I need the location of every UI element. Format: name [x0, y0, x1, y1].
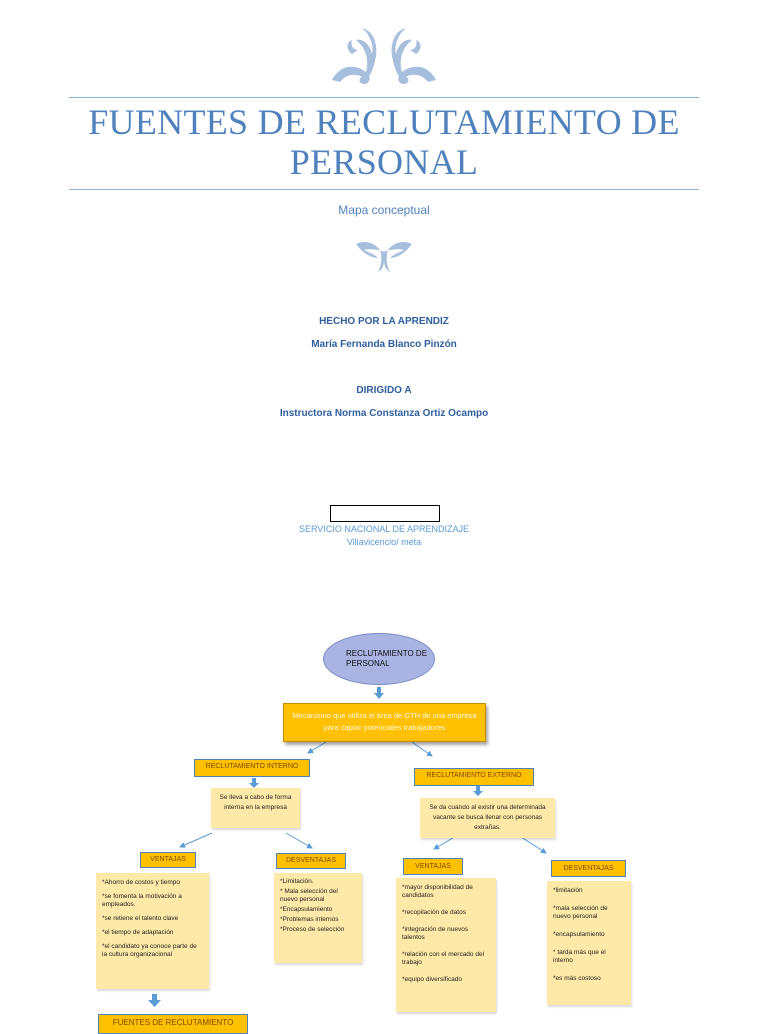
list-item: *Limitación.: [280, 878, 314, 885]
list-item: *el candidato ya conoce parte de la cult…: [102, 943, 197, 958]
top-flourish-ornament-icon: [332, 28, 436, 84]
external-advantages-label: VENTAJAS: [403, 858, 463, 875]
external-advantages-list: *mayor disponibilidad de candidatos *rec…: [396, 878, 496, 1012]
list-item: *Encapsulamiento: [280, 906, 333, 913]
made-by-name: María Fernanda Blanco Pinzón: [311, 339, 457, 350]
internal-recruitment-label: RECLUTAMIENTO INTERNO: [194, 759, 310, 777]
internal-disadvantages-label: DESVENTAJAS: [276, 853, 346, 869]
external-disadvantages-list: *limitación *mala selección de nuevo per…: [547, 881, 631, 1005]
list-item: *equipo diversificado: [402, 976, 462, 983]
internal-disadvantages-list: *Limitación. * Mala selección del nuevo …: [274, 873, 362, 963]
external-disadvantages-label: DESVENTAJAS: [551, 860, 626, 877]
external-description: Se da cuando al existir una determinada …: [420, 798, 555, 838]
title-bottom-rule: [69, 189, 699, 190]
list-item: *encapsulamiento: [553, 931, 605, 938]
directed-label: DIRIGIDO A: [356, 385, 412, 396]
institution-name: SERVICIO NACIONAL DE APRENDIZAJE: [298, 524, 470, 534]
list-item: *Ahorro de costos y tiempo: [102, 879, 181, 886]
cover-title-line2: PERSONAL: [289, 142, 479, 182]
title-top-rule: [69, 97, 699, 98]
list-item: *recopilación de datos: [402, 909, 466, 916]
middle-flourish-ornament-icon: [356, 242, 412, 272]
cover-title: FUENTES DE RECLUTAMIENTO DE PERSONAL: [60, 102, 708, 182]
list-item: *Proceso de selección: [280, 926, 345, 933]
internal-advantages-label: VENTAJAS: [140, 852, 196, 868]
list-item: *mala selección de nuevo personal: [553, 905, 608, 920]
blank-rectangle: [330, 505, 440, 522]
institution-location: Villavicencio/ meta: [346, 537, 422, 547]
list-item: *integración de nuevos talentos: [402, 926, 469, 941]
list-item: *es más costoso: [553, 975, 601, 982]
cover-subtitle: Mapa conceptual: [338, 203, 430, 217]
internal-description: Se lleva a cabo de forma interna en la e…: [211, 788, 300, 828]
list-item: * Mala selección del nuevo personal: [280, 888, 338, 903]
concept-map-connectors: [148, 687, 547, 1007]
list-item: *Problemas internos: [280, 916, 339, 923]
definition-box: Mecanismo que utiliza el área de GTH de …: [283, 703, 486, 742]
internal-advantages-list: *Ahorro de costos y tiempo *se fomenta l…: [96, 873, 209, 989]
list-item: *limitación: [553, 887, 583, 894]
list-item: *mayor disponibilidad de candidatos: [402, 884, 473, 899]
list-item: *relación con el mercado del trabajo: [402, 951, 485, 966]
made-by-label: HECHO POR LA APRENDIZ: [319, 316, 449, 327]
external-recruitment-label: RECLUTAMIENTO EXTERNO: [414, 768, 534, 786]
list-item: * tarda más que el interno: [553, 949, 606, 964]
list-item: *se fomenta la motivación a empleados.: [102, 893, 182, 908]
cover-title-line1: FUENTES DE RECLUTAMIENTO DE: [88, 102, 680, 142]
directed-name: Instructora Norma Constanza Ortiz Ocampo: [279, 408, 489, 419]
list-item: *el tiempo de adaptación: [102, 929, 174, 936]
list-item: *se retiene el talento clave: [102, 915, 179, 922]
root-ellipse: RECLUTAMIENTO DE PERSONAL: [323, 633, 435, 685]
bottom-sources-label: FUENTES DE RECLUTAMIENTO: [98, 1014, 248, 1034]
